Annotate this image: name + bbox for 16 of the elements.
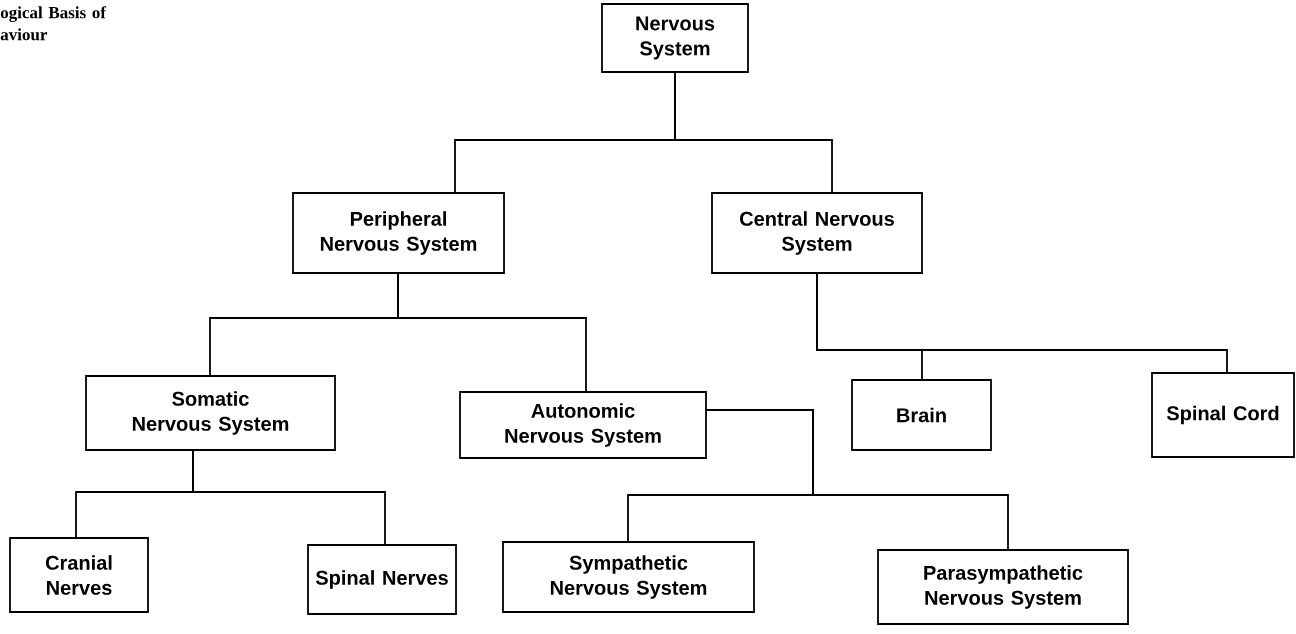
connector-line <box>816 272 1228 374</box>
box: Nervous System <box>601 3 749 73</box>
connector-line <box>674 71 833 194</box>
box: Cranial Nerves <box>9 537 149 613</box>
box: Somatic Nervous System <box>85 375 336 451</box>
box: Spinal Cord <box>1151 372 1295 458</box>
connector-line <box>397 272 587 393</box>
connector-line <box>192 449 386 546</box>
box: Sympathetic Nervous System <box>502 541 755 613</box>
box: Autonomic Nervous System <box>459 391 707 459</box>
box: Spinal Nerves <box>307 544 457 615</box>
box: Parasympathetic Nervous System <box>877 549 1129 625</box>
box: Peripheral Nervous System <box>292 192 505 274</box>
box: Central Nervous System <box>711 192 923 274</box>
header-text: ogical Basis of aviour <box>0 6 107 41</box>
box: Brain <box>851 379 992 451</box>
